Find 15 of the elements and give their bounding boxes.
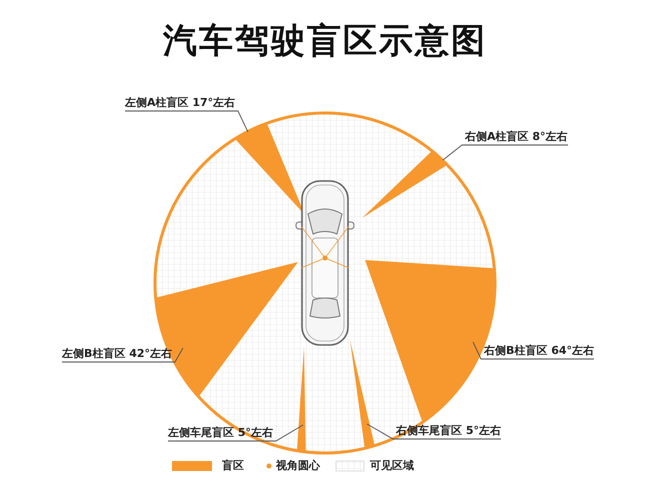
leader-line — [124, 110, 248, 132]
callout-label: 右侧B柱盲区 64°左右 — [484, 343, 594, 359]
leader-line — [442, 144, 568, 160]
callout-label: 右侧A柱盲区 8°左右 — [465, 129, 568, 145]
blind-spot-wedge — [362, 150, 448, 218]
leader-line — [472, 342, 594, 360]
leader-line — [62, 348, 184, 362]
leader-line — [168, 424, 304, 442]
leader-line — [366, 424, 502, 440]
legend-label: 视角圆心 — [276, 458, 320, 474]
callout-label: 左侧A柱盲区 17°左右 — [125, 95, 236, 111]
title: 汽车驾驶盲区示意图 — [163, 21, 487, 61]
legend-label: 可见区域 — [370, 458, 414, 474]
legend-label: 盲区 — [222, 458, 244, 474]
blind-spot-wedge — [350, 340, 375, 448]
